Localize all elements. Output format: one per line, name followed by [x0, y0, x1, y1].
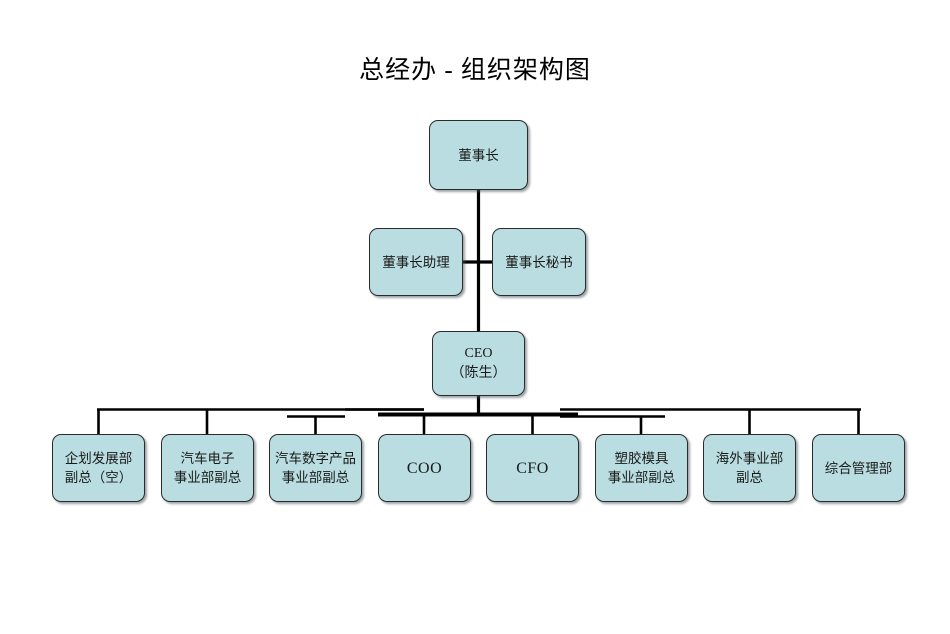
- node-auto-electronics-vp-label: 汽车电子 事业部副总: [173, 451, 242, 485]
- node-cfo-label: CFO: [516, 459, 549, 477]
- node-coo-label: COO: [406, 459, 443, 477]
- node-plastic-mold-vp-label: 塑胶模具 事业部副总: [607, 451, 676, 485]
- node-auto-digital-vp[interactable]: 汽车数字产品 事业部副总: [269, 434, 362, 502]
- node-general-admin[interactable]: 综合管理部: [812, 434, 905, 502]
- node-auto-electronics-vp[interactable]: 汽车电子 事业部副总: [161, 434, 254, 502]
- node-plastic-mold-vp[interactable]: 塑胶模具 事业部副总: [595, 434, 688, 502]
- node-overseas-vp-label: 海外事业部 副总: [715, 451, 784, 485]
- node-ceo-person: （陈生）: [450, 365, 507, 381]
- node-ceo-title: CEO: [464, 345, 493, 361]
- node-auto-digital-vp-label: 汽车数字产品 事业部副总: [275, 451, 356, 485]
- node-coo[interactable]: COO: [378, 434, 471, 502]
- node-chairman-secretary-label: 董事长秘书: [505, 254, 573, 270]
- node-chairman-secretary[interactable]: 董事长秘书: [492, 228, 586, 296]
- node-general-admin-label: 综合管理部: [824, 460, 893, 476]
- node-planning-dev-vp[interactable]: 企划发展部 副总（空）: [52, 434, 145, 502]
- node-chairman-assistant[interactable]: 董事长助理: [369, 228, 463, 296]
- node-planning-dev-vp-label: 企划发展部 副总（空）: [64, 451, 133, 485]
- node-overseas-vp[interactable]: 海外事业部 副总: [703, 434, 796, 502]
- node-ceo[interactable]: CEO （陈生）: [432, 331, 525, 396]
- node-chairman-assistant-label: 董事长助理: [382, 254, 450, 270]
- page-title: 总经办 - 组织架构图: [359, 57, 591, 84]
- node-chairman-label: 董事长: [458, 147, 499, 163]
- node-chairman[interactable]: 董事长: [429, 120, 528, 190]
- node-cfo[interactable]: CFO: [486, 434, 579, 502]
